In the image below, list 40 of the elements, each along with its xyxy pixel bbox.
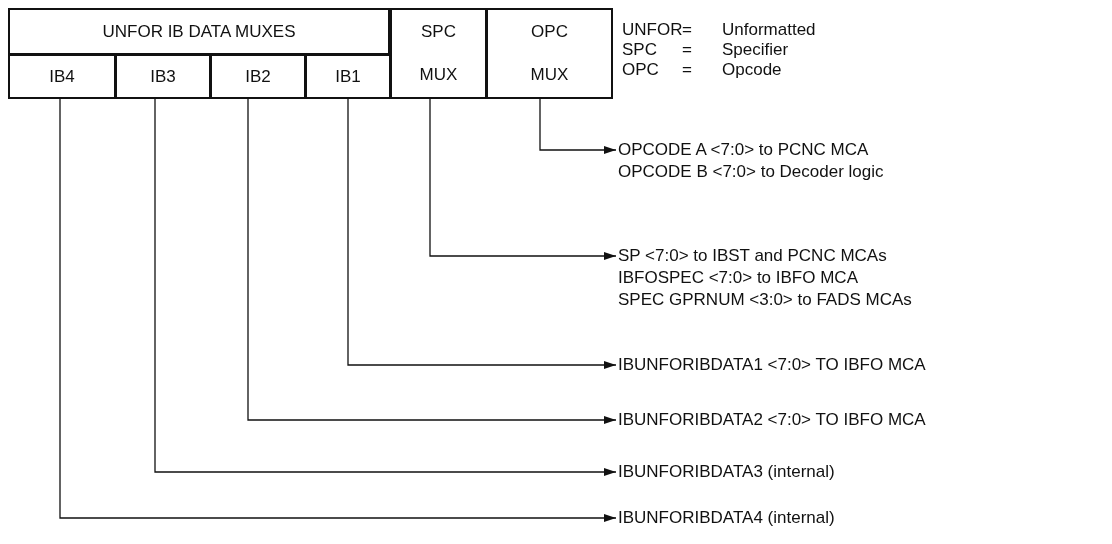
signal-label: OPCODE A <7:0> to PCNC MCA [618,139,870,161]
abbreviation: OPC [622,60,659,80]
cell-label: MUX [530,65,569,86]
equals-sign: = [682,60,692,80]
cell-label: IB2 [245,66,271,87]
signal-label: IBFOSPEC <7:0> to IBFO MCA [618,267,859,289]
signal-label: SPEC GPRNUM <3:0> to FADS MCAs [618,289,912,311]
table-cell [305,54,391,99]
cell-label: IB3 [150,66,176,87]
signal-label: OPCODE B <7:0> to Decoder logic [618,161,884,183]
abbreviation-meaning: Unformatted [722,20,816,40]
signal-label: IBUNFORIBDATA2 <7:0> TO IBFO MCA [618,409,926,431]
arrow [347,98,617,369]
cell-label: IB4 [49,66,75,87]
cell-label: MUX [419,65,458,86]
abbreviation: UNFOR [622,20,683,40]
table-cell [115,54,211,99]
table-cell [8,54,116,99]
signal-label: SP <7:0> to IBST and PCNC MCAs [618,245,888,267]
cell-label: SPC [421,21,456,42]
abbreviation-meaning: Specifier [722,40,789,60]
signal-label: IBUNFORIBDATA1 <7:0> TO IBFO MCA [618,354,926,376]
table-cell [210,54,306,99]
abbreviation: SPC [622,40,657,60]
cell-label: OPC [531,21,568,42]
signal-label: IBUNFORIBDATA3 (internal) [618,461,835,483]
header-cell [8,8,390,55]
arrow [247,98,617,424]
equals-sign: = [682,20,692,40]
cell-label: IB1 [335,66,361,87]
equals-sign: = [682,40,692,60]
mux-cell [486,8,613,99]
signal-label: IBUNFORIBDATA4 (internal) [618,507,835,529]
arrow [539,98,617,154]
mux-cell [390,8,487,99]
arrow [59,98,617,522]
cell-label: UNFOR IB DATA MUXES [102,21,296,42]
abbreviation-meaning: Opcode [722,60,782,80]
arrow [429,98,617,260]
arrow [154,98,617,476]
